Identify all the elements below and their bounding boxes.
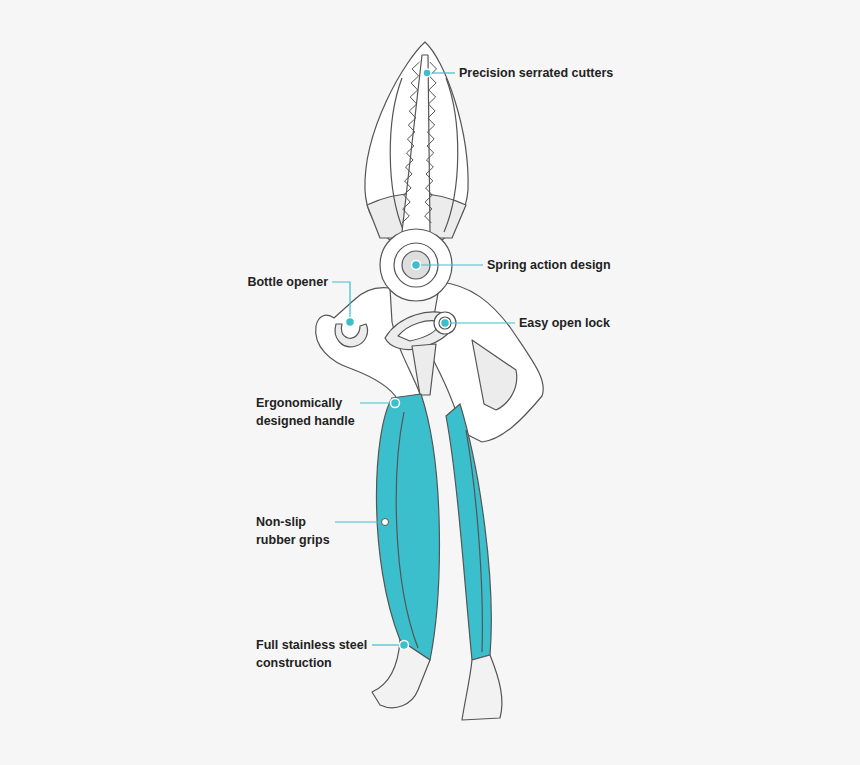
right-arm-hole — [472, 340, 517, 410]
rubber-grip — [446, 404, 491, 660]
jaw-slot — [402, 55, 430, 232]
right-arm — [428, 282, 543, 442]
grip-contour — [466, 430, 482, 652]
handle-tip — [462, 655, 502, 720]
grip-contour — [396, 412, 418, 648]
lock-stem — [412, 344, 436, 395]
jaw — [365, 42, 468, 242]
serration — [425, 62, 437, 223]
jaw-inner — [444, 78, 458, 232]
leader-dot — [441, 319, 450, 328]
part-label: Ergonomically designed handle — [256, 394, 368, 430]
handle-tip — [372, 640, 430, 708]
part-label: Spring action design — [487, 256, 707, 274]
leader-line — [335, 521, 382, 522]
leader-dot — [400, 641, 409, 650]
leader-dot — [423, 69, 431, 77]
leader-line — [445, 322, 515, 323]
serration — [402, 62, 420, 223]
jaw-inner — [390, 78, 404, 232]
leader-dot — [382, 519, 389, 526]
leader-dot — [346, 318, 355, 327]
part-label: Precision serrated cutters — [459, 64, 679, 82]
leader-dot — [391, 399, 400, 408]
bottle-opener-hook — [335, 324, 367, 347]
leader-line — [332, 282, 350, 318]
rubber-grip — [376, 394, 439, 660]
leader-line — [360, 402, 393, 403]
lock-button — [439, 317, 451, 329]
part-label: Full stainless steel construction — [256, 636, 380, 672]
part-label: Easy open lock — [519, 314, 719, 332]
leader-line — [416, 264, 483, 265]
part-label: Non-slip rubber grips — [256, 513, 344, 549]
leader-line — [372, 644, 402, 645]
leader-dot — [412, 261, 421, 270]
part-label: Bottle opener — [188, 273, 328, 291]
